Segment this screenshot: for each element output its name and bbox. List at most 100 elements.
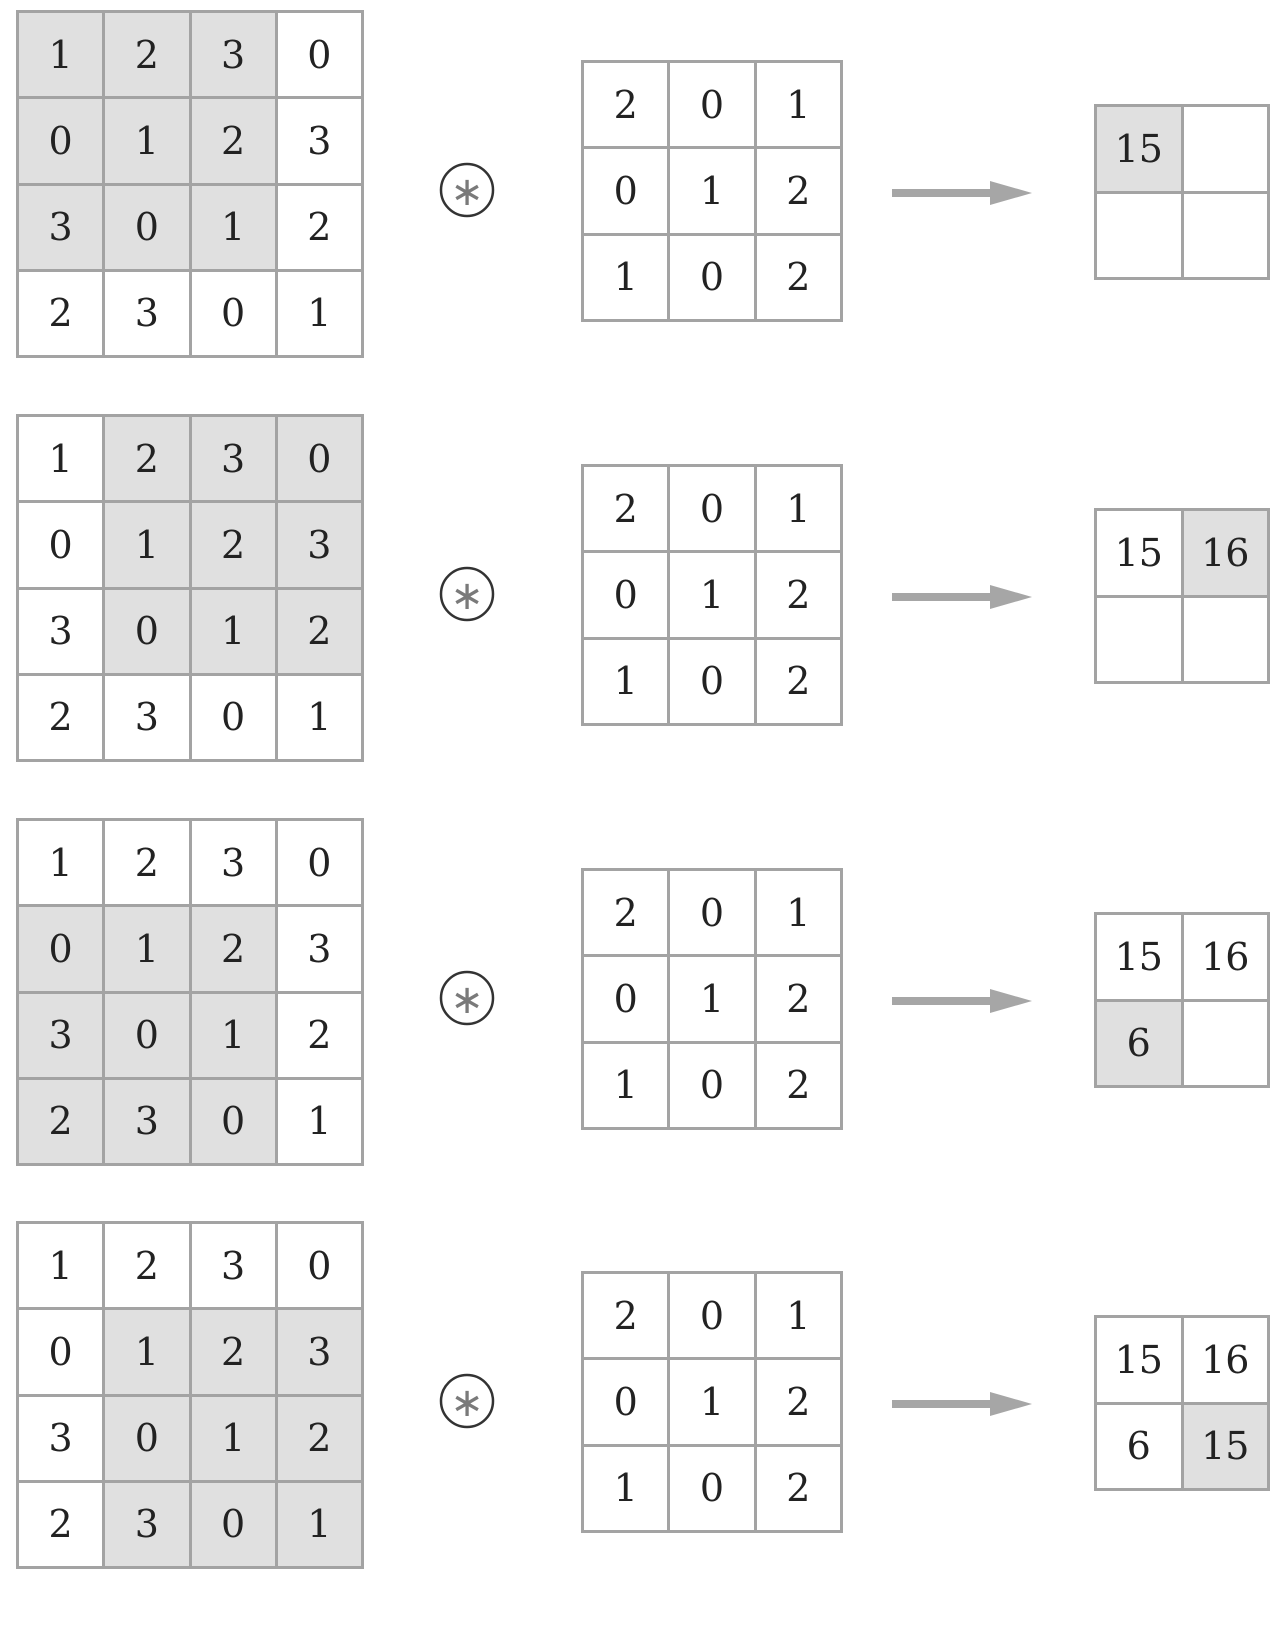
input-matrix-cell: 0 — [19, 503, 103, 587]
convolution-operator-icon: ∗ — [439, 566, 495, 622]
input-matrix-cell: 2 — [191, 1310, 275, 1394]
output-matrix-cell: 16 — [1183, 915, 1267, 999]
kernel-matrix-cell: 2 — [756, 1043, 840, 1127]
input-matrix-cell: 1 — [19, 417, 103, 501]
output-matrix-cell: 16 — [1183, 511, 1267, 595]
kernel-matrix-cell: 0 — [670, 639, 754, 723]
output-matrix-cell: 15 — [1097, 915, 1181, 999]
input-matrix-cell: 3 — [277, 1310, 361, 1394]
output-matrix-cell — [1097, 597, 1181, 681]
input-matrix-cell: 0 — [277, 1224, 361, 1308]
input-matrix-cell: 3 — [191, 1224, 275, 1308]
input-matrix-cell: 1 — [191, 589, 275, 673]
kernel-matrix-cell: 0 — [670, 1043, 754, 1127]
kernel-matrix-cell: 1 — [756, 467, 840, 551]
input-matrix-cell: 3 — [191, 417, 275, 501]
kernel-matrix-cell: 2 — [756, 1446, 840, 1530]
kernel-matrix-cell: 1 — [670, 149, 754, 233]
input-matrix-cell: 0 — [191, 675, 275, 759]
output-matrix-cell — [1183, 1001, 1267, 1085]
input-matrix-cell: 3 — [105, 675, 189, 759]
kernel-matrix-cell: 0 — [584, 149, 668, 233]
input-matrix-cell: 2 — [277, 1396, 361, 1480]
output-matrix-cell: 16 — [1183, 1318, 1267, 1402]
input-matrix-cell: 1 — [191, 993, 275, 1077]
kernel-matrix-cell: 2 — [584, 63, 668, 147]
output-matrix-cell: 6 — [1097, 1001, 1181, 1085]
input-matrix-cell: 2 — [105, 417, 189, 501]
kernel-matrix-cell: 2 — [756, 957, 840, 1041]
right-arrow-icon — [892, 181, 1032, 205]
convolution-operator-symbol: ∗ — [450, 169, 484, 215]
output-matrix-cell — [1097, 193, 1181, 277]
input-matrix-cell: 0 — [277, 13, 361, 97]
convolution-operator-symbol: ∗ — [450, 573, 484, 619]
input-matrix-cell: 1 — [19, 13, 103, 97]
kernel-matrix-cell: 2 — [584, 1274, 668, 1358]
kernel-matrix-cell: 0 — [584, 957, 668, 1041]
input-matrix-cell: 2 — [191, 99, 275, 183]
kernel-matrix-cell: 0 — [584, 1360, 668, 1444]
input-matrix-cell: 3 — [277, 503, 361, 587]
kernel-matrix-cell: 0 — [670, 63, 754, 147]
input-matrix-cell: 1 — [19, 821, 103, 905]
input-matrix-cell: 0 — [191, 271, 275, 355]
kernel-matrix-cell: 2 — [756, 235, 840, 319]
input-matrix-cell: 2 — [19, 1079, 103, 1163]
input-matrix-cell: 0 — [191, 1482, 275, 1566]
input-matrix-cell: 3 — [277, 907, 361, 991]
input-matrix-cell: 1 — [105, 503, 189, 587]
right-arrow-icon — [892, 585, 1032, 609]
output-matrix-cell — [1183, 193, 1267, 277]
kernel-matrix-cell: 1 — [756, 63, 840, 147]
input-matrix-cell: 2 — [19, 271, 103, 355]
input-matrix-cell: 0 — [191, 1079, 275, 1163]
kernel-matrix-cell: 0 — [670, 871, 754, 955]
input-matrix-cell: 2 — [191, 503, 275, 587]
kernel-matrix-cell: 0 — [670, 235, 754, 319]
input-matrix-cell: 3 — [191, 13, 275, 97]
input-matrix-cell: 0 — [19, 1310, 103, 1394]
convolution-operator-symbol: ∗ — [450, 977, 484, 1023]
output-matrix-cell: 15 — [1097, 107, 1181, 191]
kernel-matrix-cell: 1 — [670, 1360, 754, 1444]
input-matrix-cell: 2 — [19, 1482, 103, 1566]
output-matrix-cell — [1183, 107, 1267, 191]
convolution-operator-icon: ∗ — [439, 1373, 495, 1429]
input-matrix-cell: 3 — [105, 1079, 189, 1163]
output-matrix-cell: 15 — [1097, 1318, 1181, 1402]
input-matrix-cell: 3 — [19, 1396, 103, 1480]
kernel-matrix-cell: 2 — [756, 149, 840, 233]
kernel-matrix-cell: 0 — [584, 553, 668, 637]
right-arrow-icon — [892, 1392, 1032, 1416]
input-matrix-cell: 3 — [277, 99, 361, 183]
input-matrix-cell: 1 — [277, 1482, 361, 1566]
right-arrow-icon — [892, 989, 1032, 1013]
input-matrix-cell: 0 — [105, 1396, 189, 1480]
input-matrix-cell: 2 — [105, 821, 189, 905]
input-matrix-cell: 0 — [105, 993, 189, 1077]
input-matrix-cell: 2 — [191, 907, 275, 991]
kernel-matrix-cell: 1 — [584, 1043, 668, 1127]
input-matrix-cell: 1 — [191, 185, 275, 269]
input-matrix-cell: 2 — [277, 185, 361, 269]
input-matrix-cell: 1 — [105, 907, 189, 991]
input-matrix-cell: 2 — [105, 13, 189, 97]
kernel-matrix-cell: 1 — [584, 235, 668, 319]
input-matrix-cell: 2 — [277, 589, 361, 673]
input-matrix-cell: 0 — [105, 589, 189, 673]
input-matrix-cell: 0 — [19, 99, 103, 183]
input-matrix-cell: 1 — [191, 1396, 275, 1480]
kernel-matrix-cell: 1 — [584, 639, 668, 723]
input-matrix-cell: 1 — [19, 1224, 103, 1308]
